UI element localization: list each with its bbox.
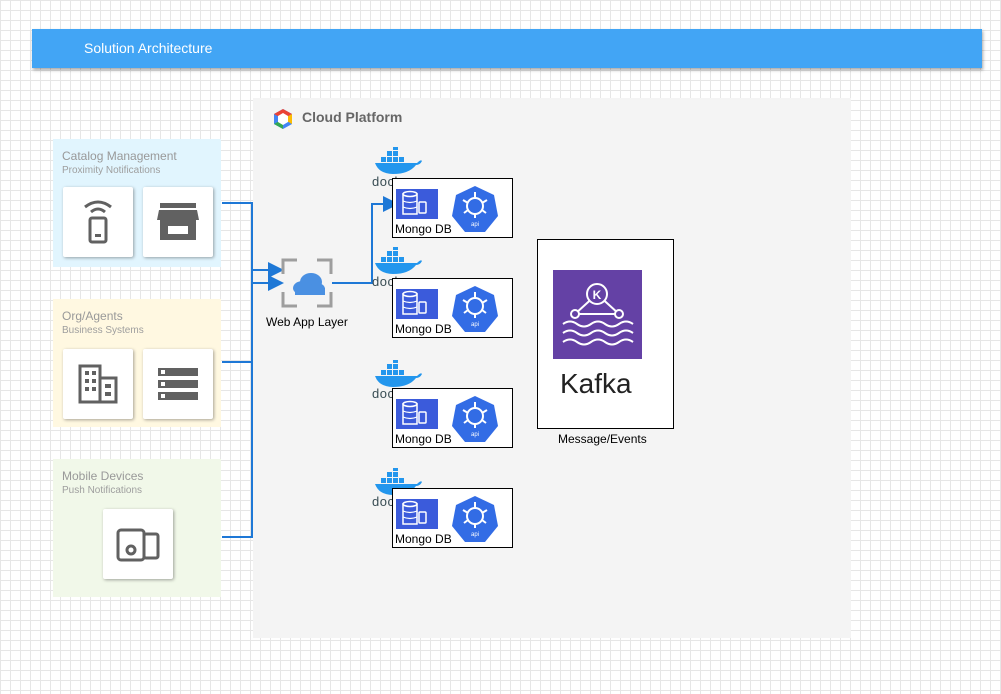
- mongo-db-label: Mongo DB: [395, 322, 452, 336]
- database-icon: [396, 499, 438, 529]
- zone-subtitle: Proximity Notifications: [62, 165, 161, 176]
- beacon-icon: [84, 200, 112, 244]
- docker-whale-icon: [375, 247, 422, 274]
- beacon-tile[interactable]: [63, 187, 133, 257]
- message-events-label: Message/Events: [558, 432, 647, 446]
- web-app-layer-label: Web App Layer: [266, 315, 348, 329]
- cloud-platform-logo-icon: [274, 109, 292, 129]
- web-app-cloud-icon: [281, 258, 333, 308]
- api-label: api: [471, 532, 479, 538]
- mongo-db-label: Mongo DB: [395, 432, 452, 446]
- storefront-tile[interactable]: [143, 187, 213, 257]
- cloud-platform-label: Cloud Platform: [302, 109, 403, 125]
- api-label: api: [471, 322, 479, 328]
- mongo-service-box[interactable]: api Mongo DB: [392, 278, 513, 338]
- zone-title: Mobile Devices: [62, 469, 144, 483]
- mongo-service-box[interactable]: api Mongo DB: [392, 488, 513, 548]
- database-icon: [396, 399, 438, 429]
- devices-tile[interactable]: [103, 509, 173, 579]
- api-label: api: [471, 222, 479, 228]
- mongo-service-box[interactable]: api Mongo DB: [392, 388, 513, 448]
- docker-whale-icon: [375, 147, 422, 174]
- kubernetes-api-icon: api: [452, 186, 498, 232]
- docker-whale-icon: [375, 360, 422, 387]
- title-bar: Solution Architecture: [32, 29, 982, 68]
- server-list-tile[interactable]: [143, 349, 213, 419]
- mongo-db-label: Mongo DB: [395, 532, 452, 546]
- storefront-icon: [157, 203, 199, 240]
- database-icon: [396, 289, 438, 319]
- server-list-icon: [158, 368, 198, 400]
- kafka-box[interactable]: K Kafka: [537, 239, 674, 429]
- kafka-title: Kafka: [560, 368, 632, 399]
- office-building-icon: [78, 364, 118, 404]
- database-icon: [396, 189, 438, 219]
- mongo-db-label: Mongo DB: [395, 222, 452, 236]
- devices-icon: [116, 528, 160, 562]
- zone-subtitle: Business Systems: [62, 325, 144, 336]
- kubernetes-api-icon: api: [452, 396, 498, 442]
- mongo-service-box[interactable]: api Mongo DB: [392, 178, 513, 238]
- kubernetes-api-icon: api: [452, 286, 498, 332]
- zone-title: Catalog Management: [62, 149, 177, 163]
- kafka-logo-icon: K: [553, 270, 642, 359]
- zone-title: Org/Agents: [62, 309, 123, 323]
- office-tile[interactable]: [63, 349, 133, 419]
- kafka-logo-letter: K: [593, 288, 602, 302]
- api-label: api: [471, 432, 479, 438]
- zone-subtitle: Push Notifications: [62, 485, 143, 496]
- page-title: Solution Architecture: [84, 40, 213, 56]
- kubernetes-api-icon: api: [452, 496, 498, 542]
